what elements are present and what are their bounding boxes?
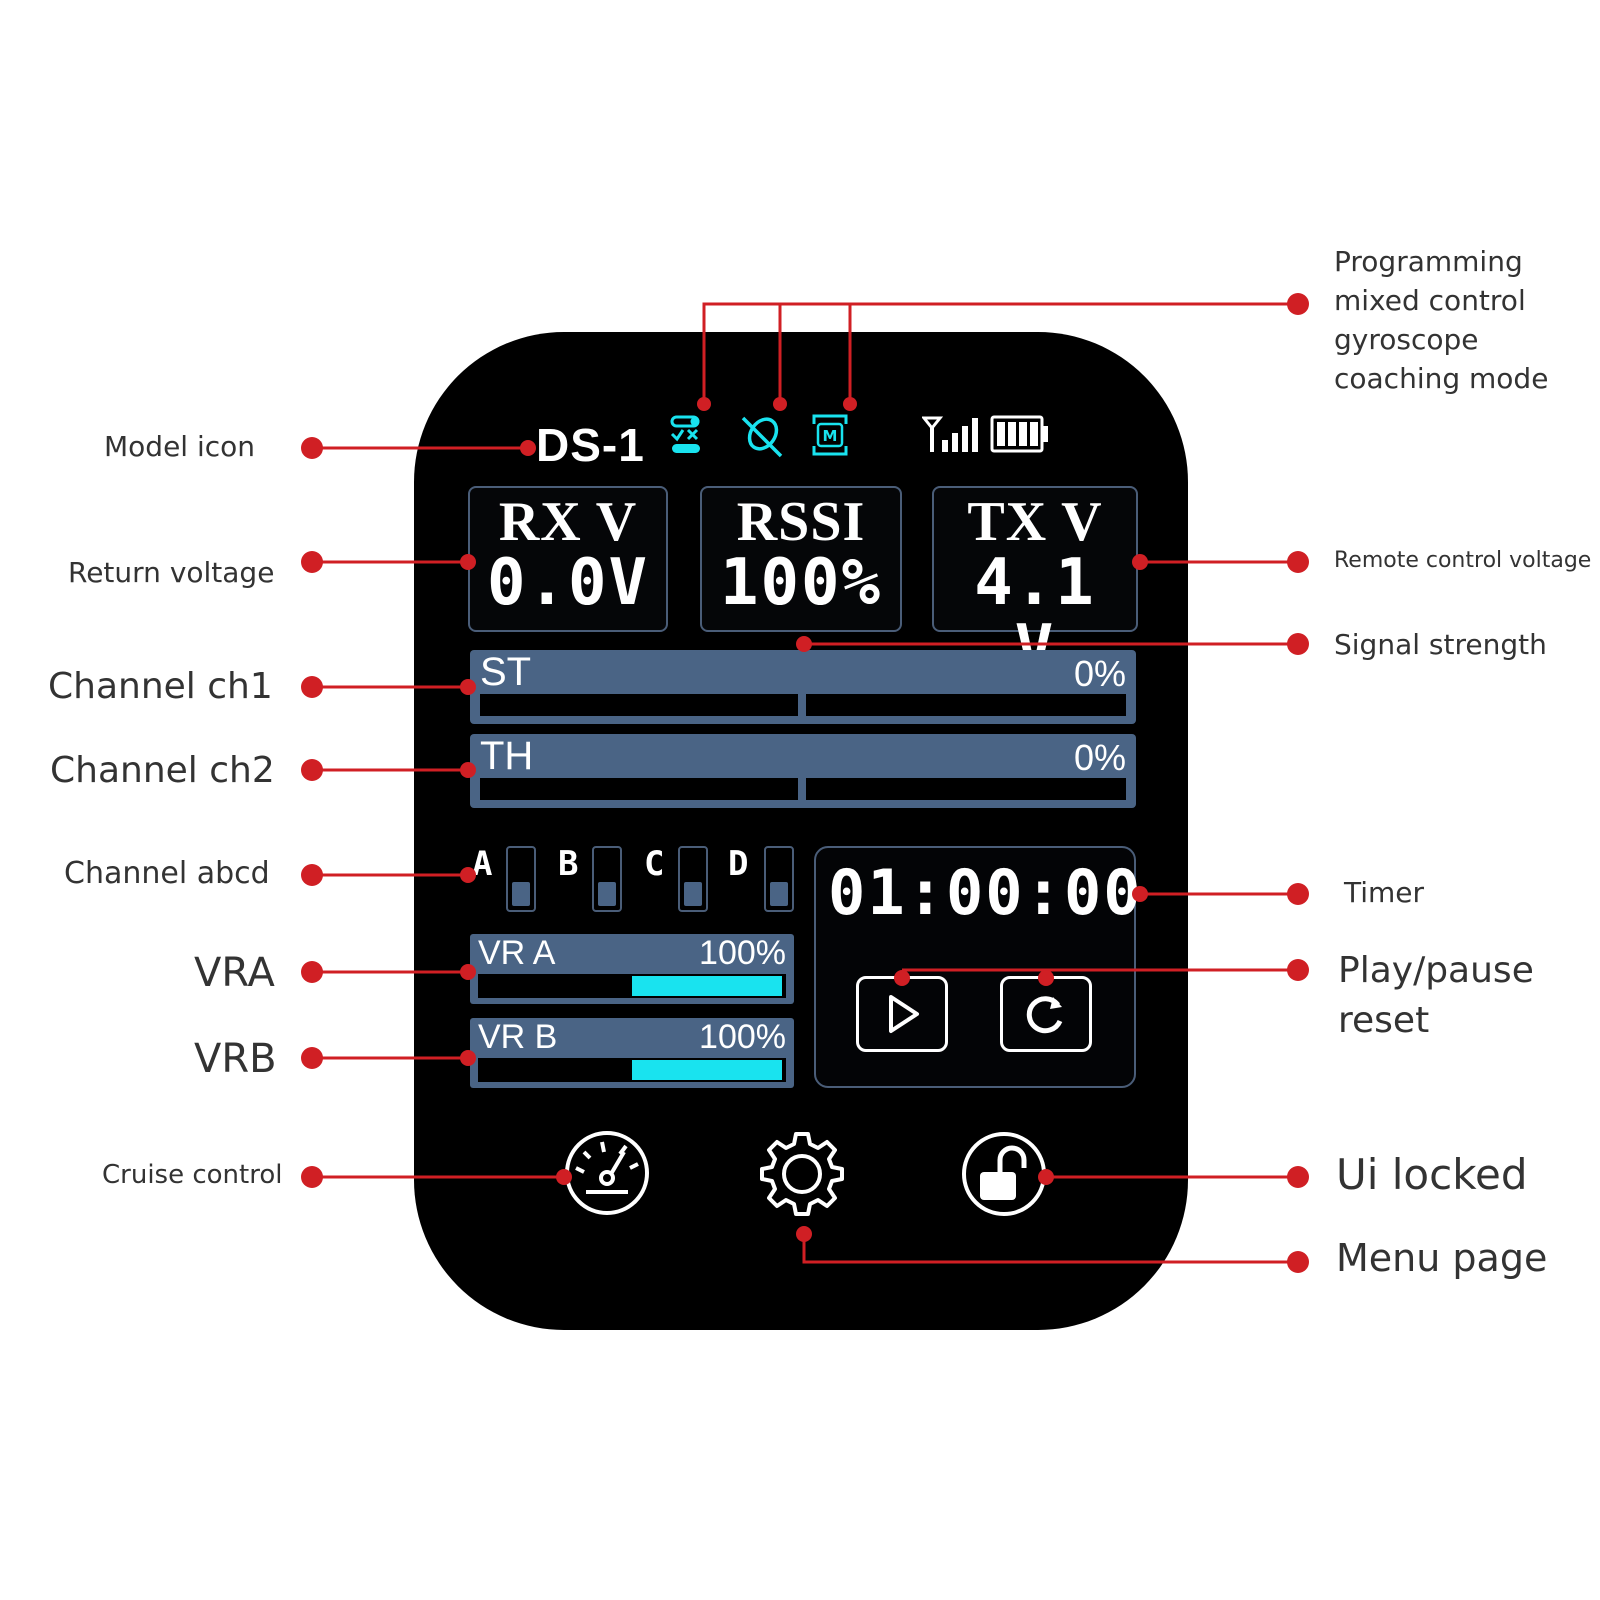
timer-display: 01:00:00 bbox=[828, 856, 1143, 929]
switch-a-label: A bbox=[472, 844, 493, 884]
rssi-value: 100% bbox=[719, 546, 883, 620]
rssi-panel: RSSI 100% bbox=[700, 486, 902, 632]
rx-voltage-label: RX V bbox=[498, 491, 638, 553]
channel-ch1-name: ST bbox=[480, 650, 532, 694]
battery-icon bbox=[990, 415, 1048, 453]
svg-text:M: M bbox=[823, 427, 838, 445]
switch-b[interactable] bbox=[592, 846, 622, 912]
vra-percent: 100% bbox=[699, 934, 786, 972]
vra-track bbox=[478, 974, 786, 998]
channel-ch2-track-right bbox=[806, 778, 1126, 800]
vrb-track bbox=[478, 1058, 786, 1082]
callout-channel-ch1: Channel ch1 bbox=[48, 666, 273, 707]
programming-icon bbox=[670, 415, 700, 453]
callout-signal-strength: Signal strength bbox=[1334, 628, 1547, 661]
switch-c-label: C bbox=[644, 844, 665, 884]
channel-ch2-bar: TH 0% bbox=[470, 734, 1136, 808]
tx-voltage-label: TX V bbox=[967, 491, 1103, 553]
channel-ch1-bar: ST 0% bbox=[470, 650, 1136, 724]
callout-reset: reset bbox=[1338, 1000, 1430, 1041]
switch-d-label: D bbox=[728, 844, 749, 884]
callout-timer: Timer bbox=[1344, 876, 1425, 909]
switch-d[interactable] bbox=[764, 846, 794, 912]
callout-ui-locked: Ui locked bbox=[1336, 1150, 1528, 1199]
vra-bar: VR A 100% bbox=[470, 934, 794, 1004]
callout-menu-page: Menu page bbox=[1336, 1236, 1548, 1280]
callout-remote-control-voltage: Remote control voltage bbox=[1334, 548, 1592, 573]
rx-voltage-value: 0.0V bbox=[486, 546, 650, 620]
callout-modes: Programming mixed control gyroscope coac… bbox=[1334, 242, 1548, 398]
play-icon bbox=[889, 995, 919, 1033]
vrb-bar: VR B 100% bbox=[470, 1018, 794, 1088]
reset-icon bbox=[1026, 996, 1063, 1034]
rssi-label: RSSI bbox=[736, 491, 866, 553]
callout-model-icon: Model icon bbox=[104, 430, 256, 463]
channel-ch2-name: TH bbox=[480, 734, 534, 778]
callout-cruise-control: Cruise control bbox=[102, 1160, 283, 1190]
vrb-name: VR B bbox=[478, 1018, 558, 1056]
callout-coaching-mode: coaching mode bbox=[1334, 362, 1549, 395]
callout-return-voltage: Return voltage bbox=[68, 556, 275, 589]
settings-gear-icon[interactable] bbox=[756, 1128, 848, 1220]
vrb-percent: 100% bbox=[699, 1018, 786, 1056]
channel-ch1-track-left bbox=[480, 694, 798, 716]
callout-programming: Programming bbox=[1334, 245, 1523, 278]
channel-ch1-percent: 0% bbox=[1073, 653, 1126, 694]
vra-fill bbox=[632, 976, 782, 996]
channel-ch2-track-left bbox=[480, 778, 798, 800]
callout-channel-ch2: Channel ch2 bbox=[50, 750, 275, 791]
tx-voltage-panel: TX V 4.1 V bbox=[932, 486, 1138, 682]
channel-ch2-percent: 0% bbox=[1073, 737, 1126, 778]
rx-voltage-panel: RX V 0.0V bbox=[468, 486, 668, 632]
callout-gyroscope: gyroscope bbox=[1334, 323, 1479, 356]
switch-b-label: B bbox=[558, 844, 579, 884]
mixed-control-icon bbox=[741, 416, 783, 458]
channel-ch1-track-right bbox=[806, 694, 1126, 716]
vrb-fill bbox=[632, 1060, 782, 1080]
model-name: DS-1 bbox=[536, 419, 645, 471]
vra-name: VR A bbox=[478, 934, 556, 972]
callout-play-pause: Play/pause bbox=[1338, 950, 1534, 991]
signal-bars-icon bbox=[922, 416, 978, 452]
callout-vra: VRA bbox=[194, 950, 275, 996]
callout-channel-abcd: Channel abcd bbox=[64, 856, 270, 891]
switch-a[interactable] bbox=[506, 846, 536, 912]
switch-c[interactable] bbox=[678, 846, 708, 912]
callout-play-pause-reset: Play/pause reset bbox=[1338, 946, 1534, 1046]
callout-mixed-control: mixed control bbox=[1334, 284, 1526, 317]
callout-vrb: VRB bbox=[194, 1036, 277, 1082]
gyroscope-icon: M bbox=[812, 414, 848, 456]
